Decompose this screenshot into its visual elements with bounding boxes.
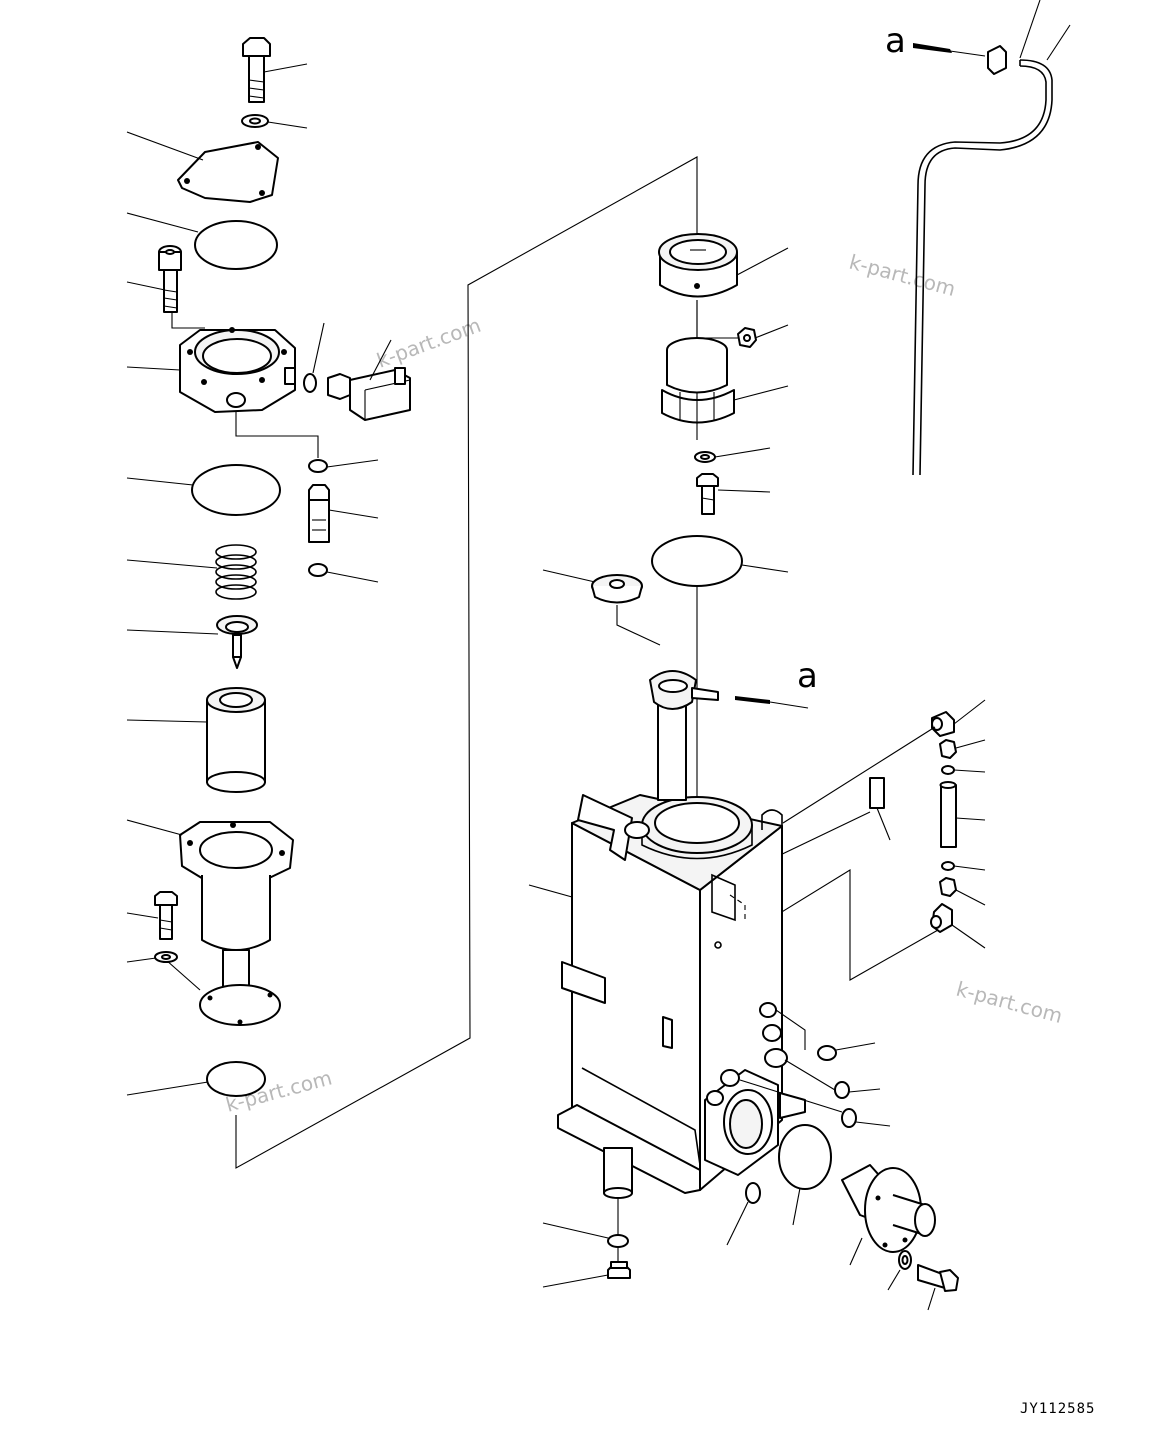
top-washer	[241, 114, 269, 128]
cover-plate	[177, 141, 279, 203]
tank-base-gusset	[581, 1067, 701, 1166]
port-bolt	[917, 1264, 959, 1292]
lifting-eye	[761, 809, 783, 830]
hydraulic-tank	[557, 670, 806, 1199]
arrow-a-top: a	[885, 21, 986, 61]
valve-poppet	[216, 615, 258, 669]
link-line-plate-to-tank	[616, 605, 661, 646]
plug-o-ring-lower	[308, 563, 328, 577]
pressure-sensor	[327, 367, 411, 421]
fitting-nut-upper	[939, 739, 957, 759]
coil-spring	[215, 544, 257, 600]
tank-cap-small	[624, 821, 650, 839]
flange-washer	[154, 951, 178, 963]
watermark-3: k-part.com	[954, 977, 1065, 1028]
suction-port-parts	[745, 1045, 959, 1292]
assembly-link-lines	[165, 156, 939, 1270]
link-line-bolt-to-housing	[171, 312, 205, 329]
callout-a-center: a	[797, 656, 818, 696]
port-o-ring-1	[817, 1045, 837, 1061]
arrow-a-center: a	[735, 656, 818, 709]
top-hex-bolt	[242, 37, 271, 103]
drain-parts	[607, 1234, 631, 1279]
drawing-number: JY112585	[1020, 1401, 1095, 1417]
tank-drain-pipe	[603, 1147, 633, 1199]
cap-bolt	[696, 473, 719, 515]
breather-hose	[912, 45, 1053, 476]
small-port-seal	[745, 1182, 761, 1204]
filler-strainer-basket	[661, 337, 735, 424]
link-line-cap-to-bolt	[696, 300, 745, 339]
tank-pipe	[649, 670, 719, 801]
left-filter-assembly	[154, 37, 411, 1097]
elbow-fitting-upper	[931, 711, 955, 737]
relief-plug	[308, 484, 330, 543]
socket-head-bolt	[158, 245, 182, 313]
tank-port-fittings	[706, 1002, 788, 1106]
filler-cap-assembly	[651, 233, 757, 587]
link-line-washer-to-flange	[165, 959, 201, 991]
filter-element	[206, 687, 266, 793]
callout-a-top: a	[885, 21, 906, 61]
port-o-ring-2	[834, 1081, 850, 1099]
tank-clip	[662, 1016, 673, 1049]
caution-label	[869, 777, 885, 809]
tank-sight-bracket	[711, 873, 736, 922]
filler-o-ring	[651, 535, 743, 587]
flange-bolt	[154, 891, 178, 940]
mount-bracket-top	[577, 794, 633, 861]
gauge-tube-assembly	[869, 711, 957, 933]
o-ring-middle	[191, 464, 281, 516]
link-line-left-to-tank	[235, 156, 698, 1169]
small-o-ring	[303, 373, 317, 393]
cap-lock-nut	[737, 327, 757, 348]
watermark-2: k-part.com	[847, 250, 958, 301]
deflector-plate	[591, 574, 643, 604]
drain-o-ring	[607, 1234, 629, 1248]
fitting-nut-lower	[939, 877, 957, 897]
port-o-ring-3	[841, 1108, 857, 1128]
leader-lines	[126, 0, 1071, 1311]
drain-plug	[607, 1261, 631, 1279]
tank-hole	[714, 941, 722, 949]
gauge-tube	[939, 781, 957, 848]
tank-side-plate	[561, 961, 606, 1004]
o-ring-bottom	[206, 1061, 266, 1097]
cap-washer	[694, 451, 716, 463]
filler-cap	[658, 233, 738, 298]
link-line-housing-to-plug	[235, 408, 319, 458]
fitting-o-ring-upper	[941, 765, 955, 775]
plug-o-ring-upper	[308, 459, 328, 473]
suction-elbow-flange	[841, 1164, 936, 1253]
o-ring-upper	[194, 220, 278, 270]
suction-strainer	[179, 821, 294, 1026]
link-line-fitting-to-tank	[719, 869, 939, 981]
fitting-o-ring-lower	[941, 861, 955, 871]
large-port-o-ring	[778, 1124, 832, 1190]
tank-filler-neck	[641, 796, 753, 860]
port-washer	[898, 1250, 912, 1270]
elbow-fitting-lower	[930, 903, 953, 933]
valve-housing	[179, 327, 296, 413]
